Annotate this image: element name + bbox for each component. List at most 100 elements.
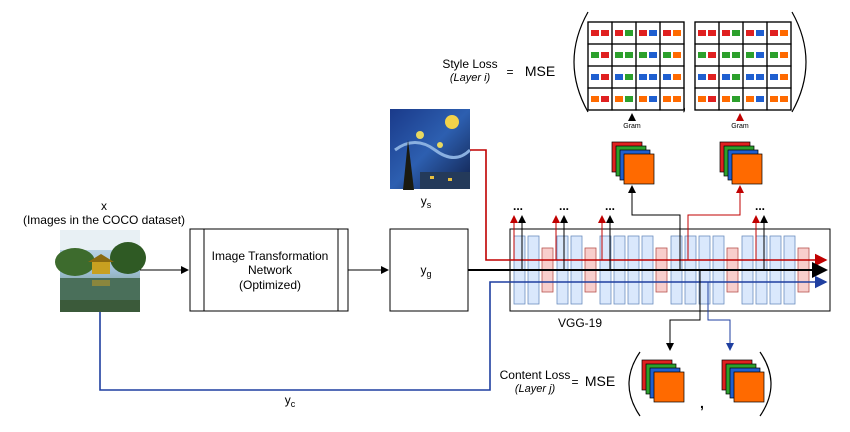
gram-cell <box>659 87 685 111</box>
gram-cell-left <box>746 30 754 36</box>
gram-cell-left <box>615 52 623 58</box>
style-loss-equals: = <box>506 65 513 79</box>
gram-cell-left <box>615 30 623 36</box>
gram-cell-left <box>663 96 671 102</box>
content-black-tap <box>666 270 701 351</box>
gram-cell-right <box>732 74 740 80</box>
gram-cell-right <box>708 30 716 36</box>
transform-network-line1: Image Transformation <box>212 249 329 263</box>
gram-cell-left <box>722 74 730 80</box>
gram-cell-right <box>780 96 788 102</box>
input-caption: (Images in the COCO dataset) <box>23 213 185 227</box>
vgg-label: VGG-19 <box>558 316 602 330</box>
gram-cell-right <box>708 96 716 102</box>
gram-cell-left <box>698 52 706 58</box>
style-right-paren <box>791 11 807 113</box>
gram-cell-right <box>732 52 740 58</box>
transform-network-line3: (Optimized) <box>239 278 301 292</box>
feature-map <box>623 153 655 185</box>
gram-cell-right <box>756 52 764 58</box>
gram-cell-right <box>732 30 740 36</box>
gram-matrix-style <box>694 21 792 111</box>
gram-cell-right <box>649 52 657 58</box>
gram-cell-left <box>770 52 778 58</box>
gram-cell-right <box>625 30 633 36</box>
content-loss-mse: MSE <box>585 373 615 389</box>
gram-cell-right <box>649 96 657 102</box>
content-blue-tap <box>707 282 734 351</box>
gram-cell-right <box>780 30 788 36</box>
gram-cell-left <box>770 74 778 80</box>
gram-label-right: Gram <box>731 123 749 130</box>
content-flow-line <box>99 275 828 391</box>
gram-cell-left <box>615 74 623 80</box>
gram-cell-right <box>625 96 633 102</box>
gram-cell-left <box>698 96 706 102</box>
ellipsis-1: ... <box>513 199 523 213</box>
gram-cell-left <box>591 30 599 36</box>
gram-cell-left <box>615 96 623 102</box>
gram-cell-right <box>601 96 609 102</box>
gram-cell-right <box>780 52 788 58</box>
feature-maps-content <box>721 359 765 403</box>
gram-cell-right <box>780 74 788 80</box>
gram-cell-right <box>673 74 681 80</box>
gram-cell-left <box>770 96 778 102</box>
gram-cell-right <box>708 74 716 80</box>
red-to-gram-path <box>687 185 744 260</box>
gram-cell-right <box>601 30 609 36</box>
transform-network-line2: Network <box>248 263 293 277</box>
content-right-paren <box>759 351 772 417</box>
style-taps <box>510 215 768 270</box>
gram-cell-right <box>673 52 681 58</box>
ellipsis-2: ... <box>559 199 569 213</box>
style-left-paren <box>573 11 589 113</box>
gram-cell-left <box>722 52 730 58</box>
gram-cell-left <box>698 30 706 36</box>
ellipsis-4: ... <box>755 199 765 213</box>
gram-cell-left <box>663 74 671 80</box>
generated-label: yg <box>420 263 431 279</box>
gram-cell-left <box>722 96 730 102</box>
gram-cell-right <box>601 52 609 58</box>
gram-cell-right <box>649 30 657 36</box>
gram-cell-right <box>601 74 609 80</box>
input-symbol: x <box>101 199 107 213</box>
gram-cell-right <box>732 96 740 102</box>
style-image-label: ys <box>421 194 432 210</box>
content-image-label: yc <box>285 393 296 409</box>
gram-cell-right <box>625 52 633 58</box>
feature-map <box>731 153 763 185</box>
gram-cell <box>766 87 792 111</box>
gram-cell-left <box>591 96 599 102</box>
style-flow-line <box>470 149 828 267</box>
gram-cell-right <box>708 52 716 58</box>
gram-matrix-generated <box>587 21 685 111</box>
gram-cell-right <box>756 96 764 102</box>
gram-cell-left <box>663 52 671 58</box>
gram-cell-left <box>591 52 599 58</box>
gram-cell-left <box>639 52 647 58</box>
content-left-paren <box>628 351 641 417</box>
gram-cell-left <box>639 74 647 80</box>
gram-cell-right <box>673 96 681 102</box>
content-loss-title: Content Loss <box>500 368 571 382</box>
gram-cell-right <box>673 30 681 36</box>
gram-cell-left <box>722 30 730 36</box>
gram-cell-left <box>639 30 647 36</box>
gram-cell-left <box>639 96 647 102</box>
style-image <box>390 109 472 190</box>
gram-cell-left <box>746 52 754 58</box>
feature-maps-style <box>719 141 763 185</box>
gram-cell-right <box>756 74 764 80</box>
gram-cell-left <box>770 30 778 36</box>
gram-cell-right <box>756 30 764 36</box>
gram-cell-right <box>649 74 657 80</box>
gram-cell-left <box>698 74 706 80</box>
gram-cell-left <box>591 74 599 80</box>
content-loss-layer: (Layer j) <box>515 383 556 395</box>
generated-image-box <box>389 228 469 312</box>
feature-maps-generated-content <box>641 359 685 403</box>
feature-map <box>653 371 685 403</box>
